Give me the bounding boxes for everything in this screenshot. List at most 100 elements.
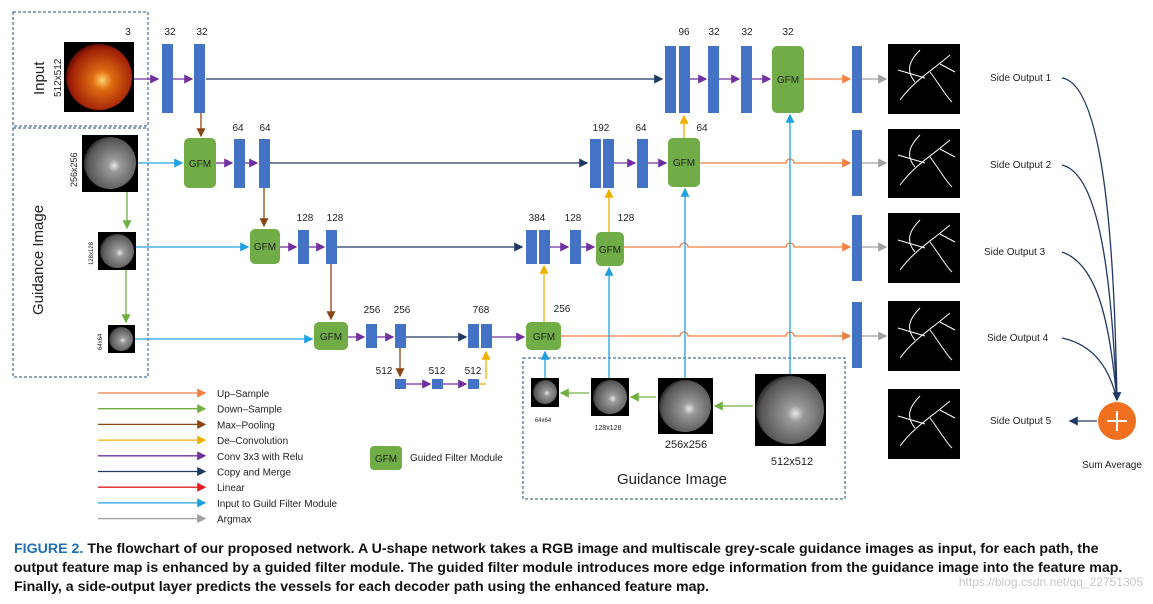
legend-label-8: Argmax [217,515,251,526]
ch-512b: 512 [429,366,446,377]
ch-256a: 256 [364,305,381,316]
gfm-r3-dec [596,232,624,266]
side-output-5-label: Side Output 5 [990,416,1052,427]
input-box [12,11,149,127]
legend-label-5: Copy and Merge [217,468,291,479]
side-block-4 [852,302,862,368]
block-r5-512b [432,379,443,389]
vessel-output-5 [888,389,960,459]
legend-label-7: Input to Guild Filter Module [217,499,337,510]
watermark: https://blog.csdn.net/qq_22751305 [958,575,1143,589]
size-128-label: 128x128 [89,241,95,265]
side-block-1 [852,46,862,113]
legend-label-6: Linear [217,483,245,494]
ch-768: 768 [473,305,490,316]
gfm-label: GFM [673,158,695,169]
bottom-128-label: 128x128 [595,425,622,432]
block-r1-32d [741,46,752,113]
block-r2-64a [234,139,245,188]
vessel-output-3 [888,213,960,283]
block-r3-384b [539,230,550,264]
ch-32a: 32 [164,27,176,38]
bottom-64-label: 64x64 [535,418,552,424]
ch-64b: 64 [259,123,271,134]
ch-128b: 128 [327,213,344,224]
legend-label-0: Up–Sample [217,389,270,400]
ch-32d: 32 [741,27,753,38]
block-r1-32b [194,44,205,113]
vessel-output-4 [888,301,960,371]
legend: Up–SampleDown–SampleMax–PoolingDe–Convol… [98,388,337,526]
figure-number: FIGURE 2. [14,541,84,557]
ch-3: 3 [125,27,131,38]
block-r1-32a [162,44,173,113]
ch-384: 384 [529,213,546,224]
block-r4-256b [395,324,406,348]
ch-128c: 128 [565,213,582,224]
size-256-label: 256x256 [69,152,79,187]
block-r5-512a [395,379,406,389]
ch-64c: 64 [635,123,647,134]
block-r2-192b [603,139,614,188]
gfm-label: GFM [599,245,621,256]
legend-label-3: De–Convolution [217,436,288,447]
ch-256c: 256 [554,304,571,315]
gfm-r2-enc [184,138,216,188]
block-r1-96a [665,46,676,113]
guidance-label-bottom: Guidance Image [617,471,727,488]
ch-32e: 32 [782,27,794,38]
gfm-r4-dec [526,322,561,350]
sum-average-label: Sum Average [1082,460,1142,471]
input-label: Input [31,61,48,95]
bottom-256-label: 256x256 [665,439,707,451]
size-64-label: 64x64 [98,333,104,350]
block-r2-192a [590,139,601,188]
gfm-r4-enc [314,322,348,350]
figure-caption-text: The flowchart of our proposed network. A… [14,541,1123,595]
ch-128a: 128 [297,213,314,224]
ch-64a: 64 [232,123,244,134]
gfm-label: GFM [189,159,211,170]
legend-label-1: Down–Sample [217,405,282,416]
side-block-3 [852,215,862,281]
gfm-label: GFM [533,332,555,343]
block-r2-64b [259,139,270,188]
gfm-legend-label: Guided Filter Module [410,453,503,464]
ch-256b: 256 [394,305,411,316]
side-block-2 [852,130,862,196]
diagram-svg: Input 512x512 Guidance Image 256x256 128… [12,11,1142,526]
ch-32b: 32 [196,27,208,38]
fundus-icon [66,44,132,110]
block-r2-64c [637,139,648,188]
ch-64d: 64 [696,123,708,134]
gfm-legend-abbr: GFM [375,454,397,465]
gfm-r3-enc [250,229,280,264]
gfm-r2-dec [668,138,700,187]
gfm-r1-dec [772,46,804,113]
ch-32c: 32 [708,27,720,38]
block-r4-768b [481,324,492,348]
block-r4-256a [366,324,377,348]
vessel-output-1 [888,44,960,114]
input-size-label: 512x512 [53,58,64,97]
side-output-4-label: Side Output 4 [987,333,1049,344]
ch-512a: 512 [376,366,393,377]
block-r3-128c [570,230,581,264]
block-r5-512c [468,379,479,389]
vessel-output-2 [888,129,960,198]
ch-96: 96 [678,27,690,38]
ch-512c: 512 [465,366,482,377]
figure-caption: FIGURE 2. The flowchart of our proposed … [14,540,1144,597]
legend-label-2: Max–Pooling [217,420,275,431]
block-r1-96b [679,46,690,113]
gfm-label: GFM [254,242,276,253]
ch-192: 192 [593,123,610,134]
gfm-label: GFM [777,75,799,86]
side-output-2-label: Side Output 2 [990,160,1052,171]
gfm-legend-swatch [370,446,402,470]
block-r1-32c [708,46,719,113]
bottom-512-label: 512x512 [771,456,813,468]
side-output-1-label: Side Output 1 [990,73,1052,84]
legend-label-4: Conv 3x3 with Relu [217,452,303,463]
